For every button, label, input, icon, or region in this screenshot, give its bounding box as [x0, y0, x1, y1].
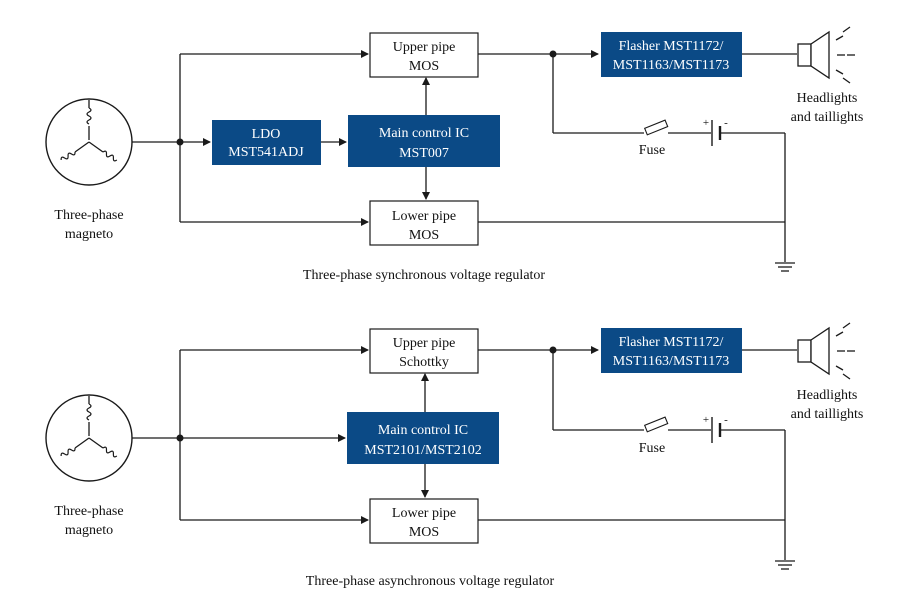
magneto-icon: [45, 98, 180, 186]
magneto-label-line1: Three-phase: [54, 208, 123, 223]
lower-pipe-type: MOS: [409, 525, 439, 540]
flasher-part: MST1163/MST1173: [613, 58, 729, 73]
lower-pipe-label: Lower pipe: [392, 209, 456, 224]
magneto-icon: [45, 394, 180, 482]
diagram-caption: Three-phase synchronous voltage regulato…: [303, 268, 546, 283]
lights-label-line1: Headlights: [797, 388, 858, 403]
upper-pipe-type: MOS: [409, 59, 439, 74]
flasher-label: Flasher MST1172/: [619, 335, 724, 350]
ldo-box: [212, 120, 321, 165]
fuse-label: Fuse: [639, 143, 665, 158]
flasher-label: Flasher MST1172/: [619, 39, 724, 54]
main-ic-label: Main control IC: [378, 423, 468, 438]
fuse-label: Fuse: [639, 441, 665, 456]
main-ic-box: [348, 115, 500, 167]
lights-label-line1: Headlights: [797, 91, 858, 106]
fuse-icon: [643, 119, 669, 136]
lower-pipe-box: [369, 200, 479, 246]
magneto-label-line2: magneto: [65, 227, 113, 242]
lower-pipe-label: Lower pipe: [392, 506, 456, 521]
flasher-part: MST1163/MST1173: [613, 354, 729, 369]
battery-icon: + -: [703, 117, 728, 146]
upper-pipe-type: Schottky: [399, 355, 449, 370]
battery-plus: +: [703, 117, 709, 129]
lower-pipe-type: MOS: [409, 228, 439, 243]
battery-icon: + -: [703, 414, 728, 443]
main-ic-label: Main control IC: [379, 126, 469, 141]
ground-icon: [775, 262, 795, 272]
fuse-icon: [643, 416, 669, 433]
lights-label-line2: and taillights: [791, 110, 864, 125]
upper-pipe-box: [369, 328, 479, 374]
ldo-label: LDO: [252, 127, 281, 142]
lights-label-line2: and taillights: [791, 407, 864, 422]
magneto-label-line1: Three-phase: [54, 504, 123, 519]
flasher-box: [601, 328, 742, 373]
magneto-label-line2: magneto: [65, 523, 113, 538]
battery-plus: +: [703, 414, 709, 426]
main-ic-part: MST007: [399, 146, 449, 161]
bottom-diagram: Three-phase magneto Main control IC MST2…: [45, 322, 864, 589]
battery-minus: -: [724, 117, 728, 129]
upper-pipe-label: Upper pipe: [393, 336, 456, 351]
ground-icon: [775, 560, 795, 570]
upper-pipe-box: [369, 32, 479, 78]
battery-minus: -: [724, 414, 728, 426]
speaker-icon: [797, 26, 855, 84]
flasher-box: [601, 32, 742, 77]
ldo-part: MST541ADJ: [228, 145, 304, 160]
upper-pipe-label: Upper pipe: [393, 40, 456, 55]
main-ic-box: [347, 412, 499, 464]
lower-pipe-box: [369, 498, 479, 544]
speaker-icon: [797, 322, 855, 380]
main-ic-part: MST2101/MST2102: [364, 443, 481, 458]
diagram-caption: Three-phase asynchronous voltage regulat…: [306, 574, 555, 589]
top-diagram: Three-phase magneto LDO MST541ADJ Main c…: [45, 26, 864, 283]
